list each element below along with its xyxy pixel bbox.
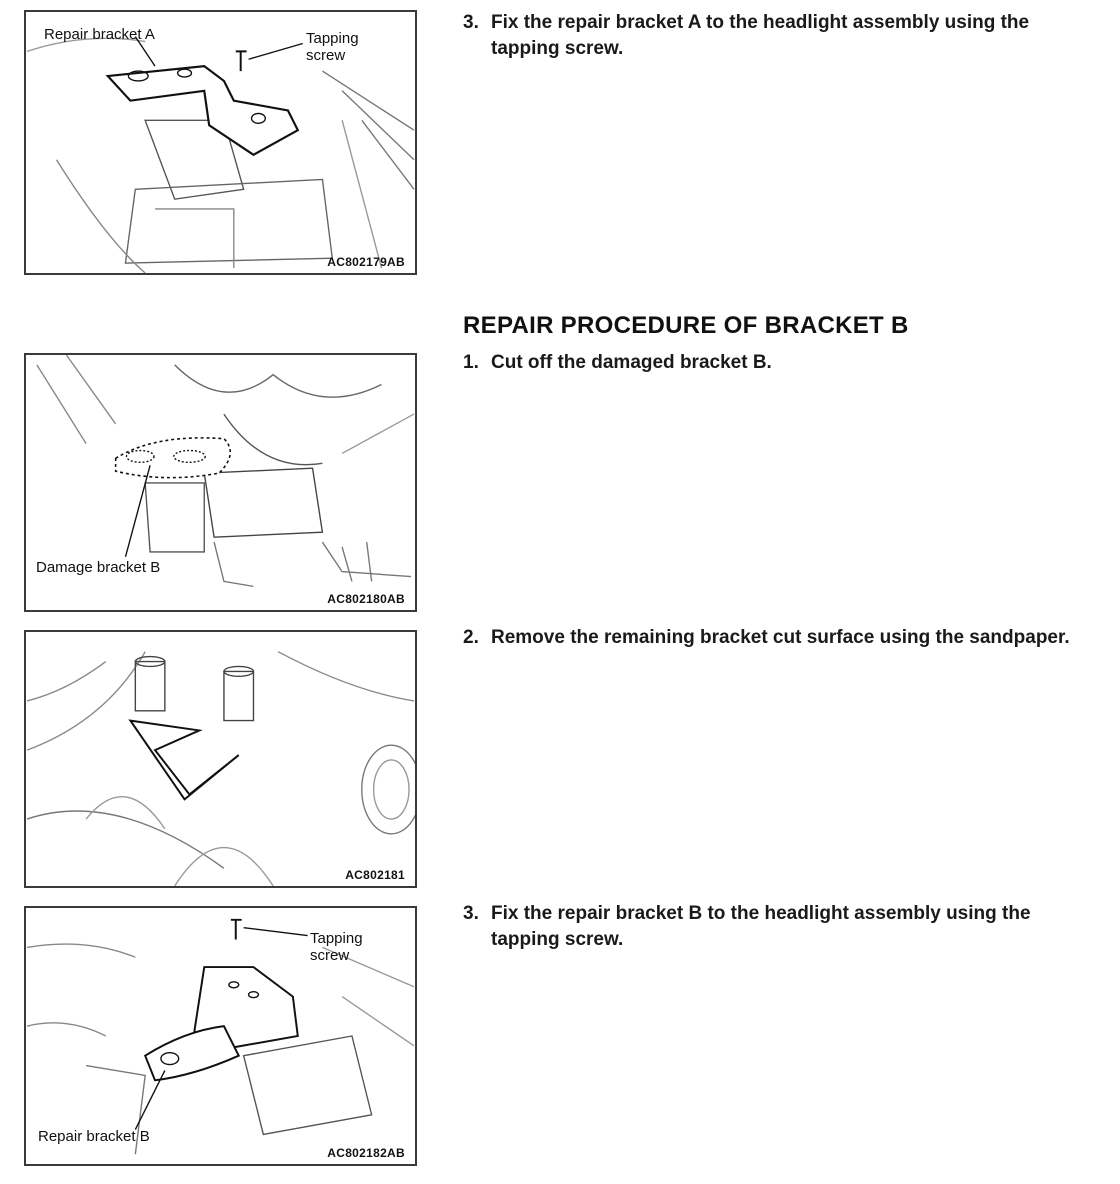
figure-cut-surface: AC802181 (24, 630, 417, 888)
headlight-illustration-cut-surface (26, 651, 415, 886)
headlight-illustration-b-damaged (36, 355, 415, 588)
figure-code: AC802181 (345, 868, 405, 882)
step-text: Fix the repair bracket B to the headligh… (491, 903, 1031, 950)
step-cut-damaged-bracket: 1. Cut off the damaged bracket B. (463, 350, 1083, 376)
step-number: 2. (463, 627, 479, 648)
callout-tapping-screw: Tapping screw (310, 930, 363, 964)
step-fix-bracket-a: 3. Fix the repair bracket A to the headl… (463, 10, 1083, 62)
step-remove-cut-surface: 2. Remove the remaining bracket cut surf… (463, 625, 1083, 651)
step-number: 3. (463, 12, 479, 33)
headlight-illustration-b-repair (26, 918, 415, 1155)
callout-repair-bracket-a: Repair bracket A (44, 26, 155, 43)
step-number: 1. (463, 352, 479, 373)
step-text: Cut off the damaged bracket B. (491, 352, 772, 373)
figure-code: AC802179AB (327, 255, 405, 269)
figure-code: AC802180AB (327, 592, 405, 606)
headlight-illustration-a (26, 36, 415, 273)
section-heading-bracket-b: REPAIR PROCEDURE OF BRACKET B (463, 312, 909, 339)
figure-code: AC802182AB (327, 1146, 405, 1160)
step-text: Fix the repair bracket A to the headligh… (491, 12, 1030, 59)
callout-repair-bracket-b: Repair bracket B (38, 1128, 150, 1145)
step-number: 3. (463, 903, 479, 924)
step-text: Remove the remaining bracket cut surface… (491, 627, 1070, 648)
callout-damage-bracket-b: Damage bracket B (36, 559, 161, 576)
callout-tapping-screw: Tapping screw (306, 30, 359, 64)
figure-repair-bracket-b: Tapping screw Repair bracket B AC802182A… (24, 906, 417, 1166)
figure-damaged-bracket-b: Damage bracket B AC802180AB (24, 353, 417, 612)
figure-repair-bracket-a: Repair bracket A Tapping screw AC802179A… (24, 10, 417, 275)
step-fix-bracket-b: 3. Fix the repair bracket B to the headl… (463, 901, 1083, 953)
